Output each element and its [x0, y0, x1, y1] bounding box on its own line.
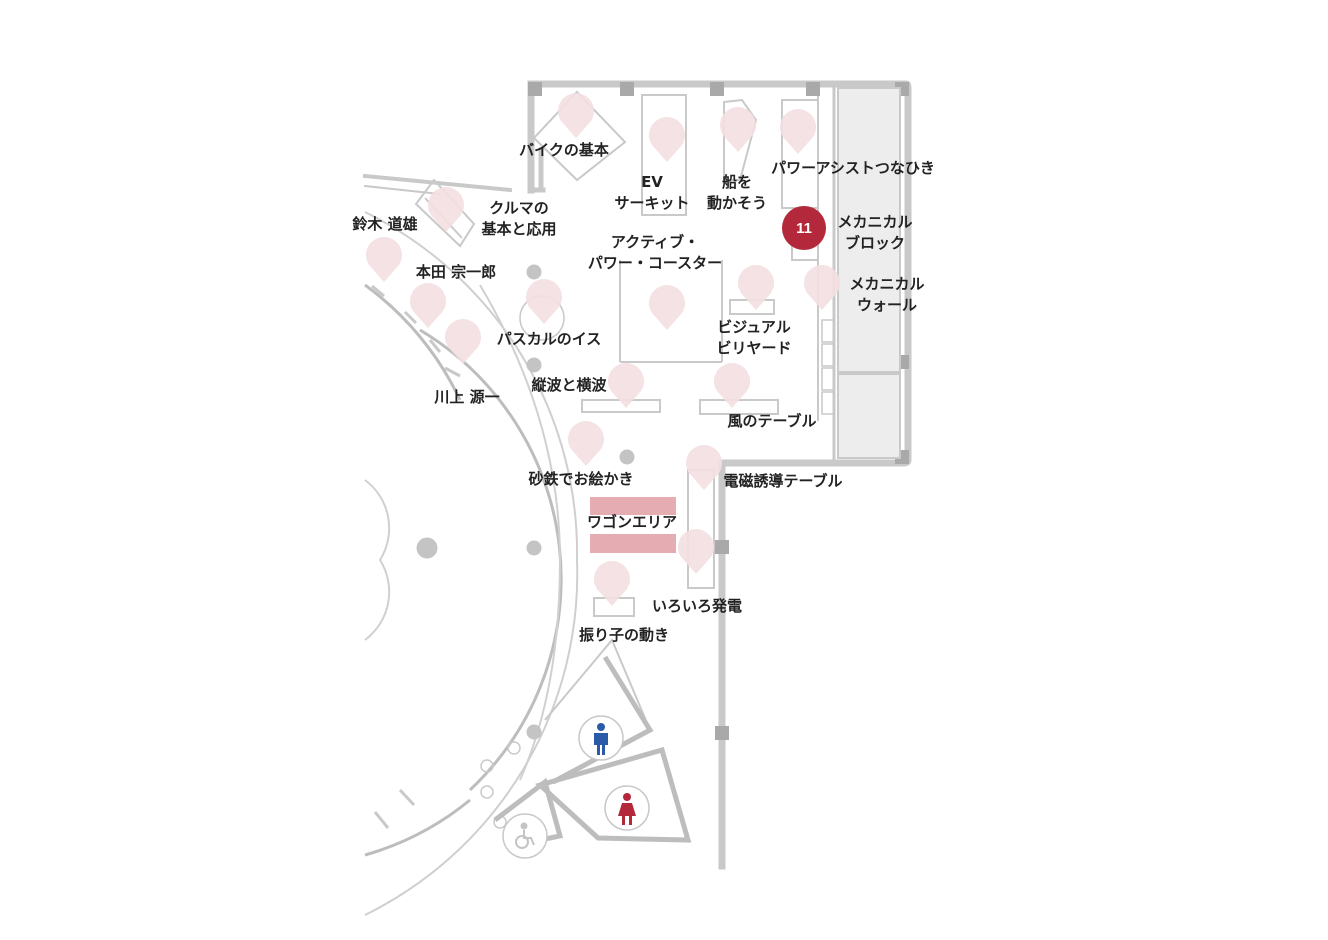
pin-suzuki[interactable] — [365, 237, 402, 282]
pin-pascal-chair[interactable] — [526, 279, 562, 324]
label-wagon-area[interactable]: ワゴンエリア — [586, 513, 677, 531]
label-kawakami[interactable]: 川上 源一 — [434, 388, 500, 406]
pin-ev-circuit[interactable] — [649, 117, 685, 162]
wagon-area — [590, 497, 676, 553]
label-honda[interactable]: 本田 宗一郎 — [415, 263, 497, 281]
restroom-female-marker — [604, 785, 650, 831]
pin-power-generation[interactable] — [677, 529, 714, 574]
label-wind-table[interactable]: 風のテーブル — [727, 412, 817, 430]
label-induction-table[interactable]: 電磁誘導テーブル — [723, 472, 843, 490]
circular-hall — [364, 211, 579, 916]
label-waves[interactable]: 縦波と横波 — [531, 376, 607, 394]
hall-fixtures — [371, 284, 461, 829]
label-power-assist[interactable]: パワーアシストつなひき — [771, 159, 935, 177]
pin-mechanical-wall[interactable] — [804, 265, 840, 310]
pin-active-coaster[interactable] — [649, 285, 686, 330]
restroom-male-icon — [594, 723, 608, 755]
pin-power-assist[interactable] — [780, 109, 816, 154]
label-power-generation[interactable]: いろいろ発電 — [651, 597, 742, 615]
pin-car-basics[interactable] — [427, 187, 464, 232]
pin-kawakami[interactable] — [445, 319, 481, 364]
pin-wind-table[interactable] — [714, 363, 750, 408]
label-pascal-chair[interactable]: パスカルのイス — [496, 330, 602, 348]
selected-exhibit-marker[interactable]: 11 — [782, 206, 826, 250]
wall-shelves — [821, 319, 835, 415]
label-visual-billiards[interactable]: ビジュアルビリヤード — [716, 318, 792, 357]
pillars — [416, 264, 635, 740]
selected-exhibit-number: 11 — [796, 219, 812, 237]
pin-bike-basics[interactable] — [558, 93, 594, 138]
label-suzuki[interactable]: 鈴木 道雄 — [352, 215, 418, 233]
pin-iron-sand[interactable] — [568, 421, 605, 466]
label-mechanical-block[interactable]: メカニカルブロック — [837, 213, 913, 252]
pin-move-ship[interactable] — [719, 107, 756, 152]
label-active-coaster[interactable]: アクティブ・パワー・コースター — [587, 233, 723, 272]
pin-induction-table[interactable] — [686, 445, 723, 490]
pin-pendulum[interactable] — [594, 561, 631, 606]
pin-visual-billiards[interactable] — [737, 265, 774, 310]
label-mechanical-wall[interactable]: メカニカルウォール — [849, 275, 925, 314]
wheelchair-icon — [515, 822, 535, 849]
accessible-marker — [502, 813, 548, 859]
pin-honda[interactable] — [410, 283, 447, 328]
label-bike-basics[interactable]: バイクの基本 — [519, 141, 609, 159]
label-iron-sand[interactable]: 砂鉄でお絵かき — [528, 470, 634, 488]
restroom-male-marker — [578, 715, 624, 761]
exhibit-pins — [365, 93, 840, 606]
label-pendulum[interactable]: 振り子の動き — [578, 626, 669, 644]
label-car-basics[interactable]: クルマの基本と応用 — [481, 199, 557, 238]
storage-panels — [837, 87, 901, 459]
pin-waves[interactable] — [608, 363, 644, 408]
restroom-female-icon — [618, 793, 636, 825]
label-move-ship[interactable]: 船を動かそう — [706, 173, 767, 212]
